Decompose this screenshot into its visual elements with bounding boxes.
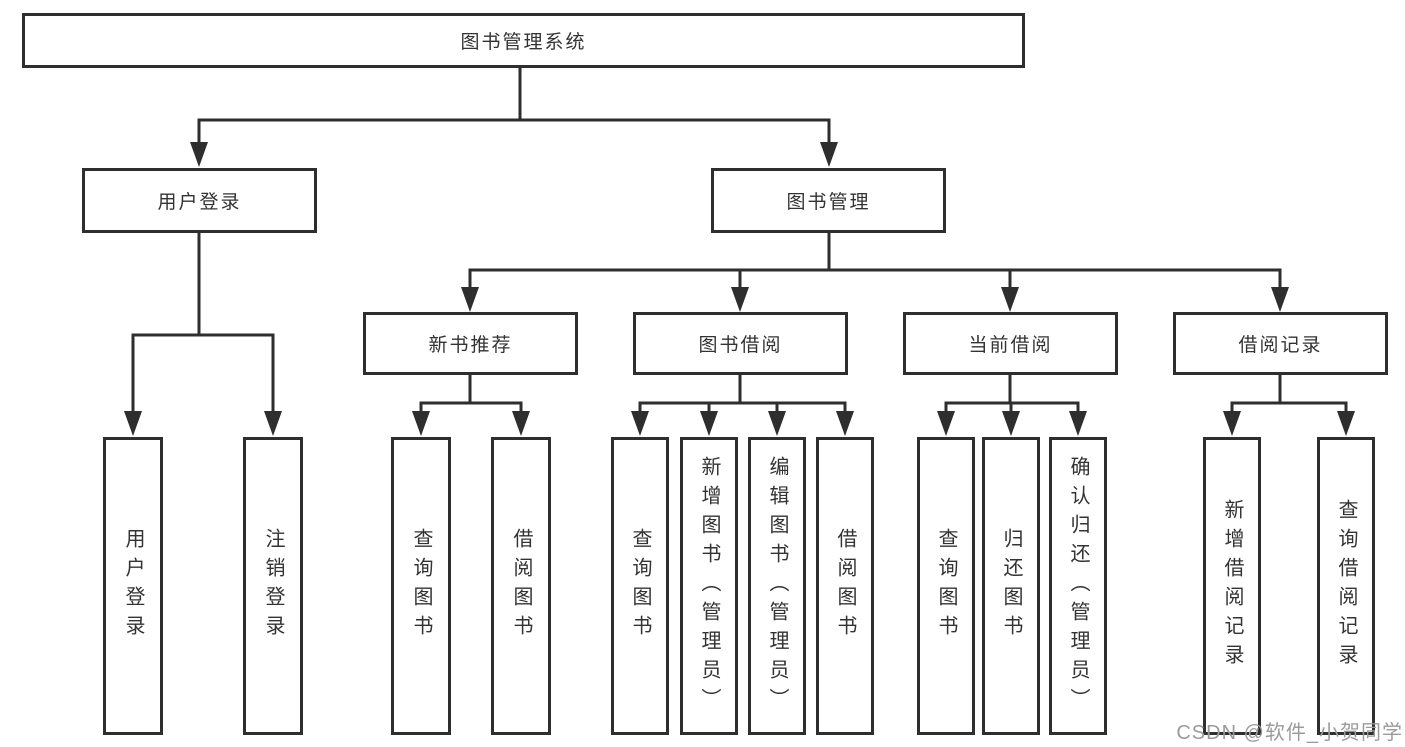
arrow-icon [412,411,430,436]
node-leaf-query-books-borrow: 查询图书 [611,437,669,735]
node-label: 借阅图书 [510,528,532,644]
node-label: 新增图书（管理员） [698,455,720,717]
node-library-system: 图书管理系统 [22,13,1025,68]
edge-root-bar [197,118,831,153]
node-leaf-user-login: 用户登录 [103,437,163,735]
node-label: 图书借阅 [698,335,783,356]
arrow-icon [700,411,718,436]
node-label: 归还图书 [1000,528,1022,644]
edge-login-bar [131,333,275,424]
node-label: 查询图书 [935,528,957,644]
node-label: 当前借阅 [968,335,1053,356]
edge-borrow-bar [638,401,847,424]
node-leaf-query-books-current: 查询图书 [917,437,975,735]
arrow-icon [1069,411,1087,436]
node-current-borrow: 当前借阅 [903,312,1118,375]
node-leaf-borrow-books-recommend: 借阅图书 [491,437,551,735]
node-label: 查询图书 [629,528,651,644]
arrow-icon [731,287,749,312]
node-label: 图书管理 [786,192,871,213]
arrow-icon [124,411,142,436]
arrow-icon [1001,287,1019,312]
node-leaf-edit-book-admin: 编辑图书（管理员） [748,437,806,735]
node-leaf-query-borrow-record: 查询借阅记录 [1317,437,1375,735]
node-label: 用户登录 [122,528,144,644]
edge-records-bar [1230,401,1348,424]
edge-bookmgmt-bar [468,268,1282,298]
arrow-icon [461,287,479,312]
node-leaf-add-borrow-record: 新增借阅记录 [1203,437,1261,735]
arrow-icon [836,411,854,436]
node-label: 确认归还（管理员） [1067,455,1089,717]
node-leaf-confirm-return-admin: 确认归还（管理员） [1049,437,1107,735]
arrowheads [124,142,1355,436]
node-leaf-add-book-admin: 新增图书（管理员） [680,437,738,735]
node-borrow-records: 借阅记录 [1173,312,1388,375]
node-label: 图书管理系统 [460,32,587,53]
node-user-login-branch: 用户登录 [82,168,317,233]
arrow-icon [1271,287,1289,312]
node-label: 新书推荐 [428,335,513,356]
node-book-management: 图书管理 [711,168,946,233]
csdn-watermark: CSDN @软件_小贺同学 [1176,722,1403,744]
node-leaf-query-books-recommend: 查询图书 [391,437,451,735]
node-label: 编辑图书（管理员） [766,455,788,717]
edge-recommend-bar [419,401,523,424]
arrow-icon [1002,411,1020,436]
node-label: 查询图书 [410,528,432,644]
arrow-icon [264,411,282,436]
node-label: 新增借阅记录 [1221,499,1243,673]
node-leaf-borrow-books: 借阅图书 [816,437,874,735]
arrow-icon [937,411,955,436]
arrow-icon [631,411,649,436]
node-label: 注销登录 [262,528,284,644]
node-leaf-logout: 注销登录 [243,437,303,735]
node-label: 借阅记录 [1238,335,1323,356]
arrow-icon [1223,411,1241,436]
node-new-book-recommend: 新书推荐 [363,312,578,375]
arrow-icon [1337,411,1355,436]
node-label: 借阅图书 [834,528,856,644]
arrow-icon [820,142,838,167]
node-leaf-return-book: 归还图书 [982,437,1040,735]
arrow-icon [190,142,208,167]
arrow-icon [768,411,786,436]
arrow-icon [512,411,530,436]
node-label: 查询借阅记录 [1335,499,1357,673]
node-label: 用户登录 [157,192,242,213]
node-book-borrow: 图书借阅 [633,312,848,375]
